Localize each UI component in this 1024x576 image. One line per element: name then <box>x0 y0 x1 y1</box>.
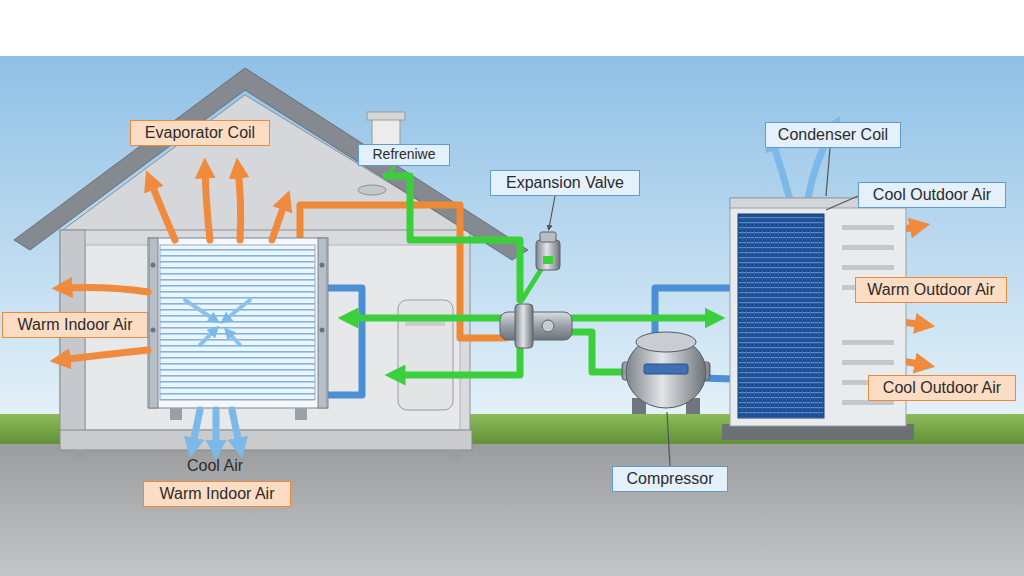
leader-lines-part <box>667 412 670 466</box>
condenser-unit <box>722 198 914 440</box>
callout-box: Cool Outdoor Air <box>858 182 1006 208</box>
house-part <box>75 450 85 460</box>
callout-text: Cool Outdoor Air <box>883 379 1001 397</box>
evaporator-coil-part <box>170 408 182 420</box>
callout-text: Expansion Valve <box>506 174 624 192</box>
expansion-valve-device <box>536 232 560 270</box>
callout-text: Compressor <box>626 470 713 488</box>
evaporator-coil-part <box>185 300 250 345</box>
expansion-valve-device-part <box>536 240 560 270</box>
air-flow-arrows-part-part <box>238 168 241 240</box>
callout-box: Condenser Coil <box>765 122 901 148</box>
air-flow-arrows-part <box>192 125 835 450</box>
evaporator-coil-part <box>295 408 307 420</box>
air-flow-arrows-part-part <box>192 410 200 448</box>
evaporator-coil-part <box>320 263 325 268</box>
callout-box: Cool Outdoor Air <box>868 375 1016 401</box>
background-part <box>0 444 1024 576</box>
evaporator-coil-part-part <box>185 300 215 320</box>
evaporator-coil-part <box>151 263 156 268</box>
house <box>14 68 528 460</box>
evaporator-coil-part <box>318 238 327 408</box>
condenser-unit-part-part <box>842 340 894 345</box>
evaporator-coil-part-part <box>225 300 250 320</box>
evaporator-coil <box>148 238 328 420</box>
callout-text: Refreniwe <box>372 147 435 162</box>
condenser-unit-part-part <box>842 360 894 365</box>
callout-box: Refreniwe <box>358 144 450 166</box>
evaporator-coil-part-part <box>200 330 215 345</box>
leader-lines-part <box>826 196 858 210</box>
condenser-unit-part <box>738 214 824 418</box>
callout-box: Evaporator Coil <box>130 120 270 146</box>
condenser-unit-part-part <box>842 245 894 250</box>
callout-box: Warm Outdoor Air <box>855 277 1007 303</box>
valve-junction-part <box>500 312 572 340</box>
callout-box: Warm Indoor Air <box>143 481 291 507</box>
background-part <box>0 0 1024 56</box>
compressor-part <box>636 332 696 352</box>
air-flow-arrows-part-part <box>60 350 148 360</box>
evaporator-coil-part <box>320 328 325 333</box>
compressor <box>622 332 710 414</box>
callout-text: Warm Outdoor Air <box>867 281 994 299</box>
air-label: Cool Air <box>165 455 265 477</box>
evaporator-coil-part <box>151 328 156 333</box>
callout-text: Evaporator Coil <box>145 124 255 142</box>
house-part <box>367 112 405 120</box>
house-part <box>14 68 528 260</box>
air-flow-arrows <box>60 125 925 450</box>
callout-text: Warm Indoor Air <box>160 485 275 503</box>
valve-junction <box>500 304 572 348</box>
condenser-unit-part-part <box>842 225 894 230</box>
leader-lines-part <box>390 166 395 172</box>
air-flow-arrows-part-part <box>772 140 790 200</box>
evaporator-coil-part-part <box>228 332 240 345</box>
callout-text: Cool Outdoor Air <box>873 186 991 204</box>
pipes-part <box>348 315 505 322</box>
condenser-unit-part-part <box>842 265 894 270</box>
expansion-valve-device-part <box>540 232 556 242</box>
pipes-part <box>395 340 520 375</box>
valve-junction-part <box>542 320 554 332</box>
pipes-part <box>300 205 505 338</box>
air-flow-arrows-part-part <box>232 410 240 448</box>
expansion-valve-device-part <box>543 256 553 264</box>
callout-text: Condenser Coil <box>778 126 888 144</box>
callout-box: Warm Indoor Air <box>2 312 148 338</box>
leader-lines-part <box>549 196 555 228</box>
pipes-part <box>522 268 542 300</box>
callout-box: Expansion Valve <box>490 170 640 196</box>
callout-box: Compressor <box>612 466 728 492</box>
air-flow-arrows-part-part <box>213 410 220 450</box>
pipes-part <box>325 288 362 395</box>
air-flow-arrows-part-part <box>272 200 286 240</box>
evaporator-coil-part <box>149 238 158 408</box>
air-flow-arrows-part-part <box>205 168 210 240</box>
compressor-part <box>644 364 688 374</box>
air-flow-arrows-part-part <box>62 288 148 293</box>
valve-junction-part <box>515 304 533 348</box>
evaporator-coil-part <box>160 245 315 400</box>
house-part <box>60 430 472 450</box>
air-flow-arrows-part-part <box>150 180 175 240</box>
house-part <box>450 450 460 460</box>
leader-lines <box>390 148 858 466</box>
leader-lines-part <box>826 148 830 196</box>
callout-text: Warm Indoor Air <box>18 316 133 334</box>
pipes-part <box>572 315 715 322</box>
evaporator-coil-part <box>148 238 328 408</box>
house-part <box>358 185 386 195</box>
